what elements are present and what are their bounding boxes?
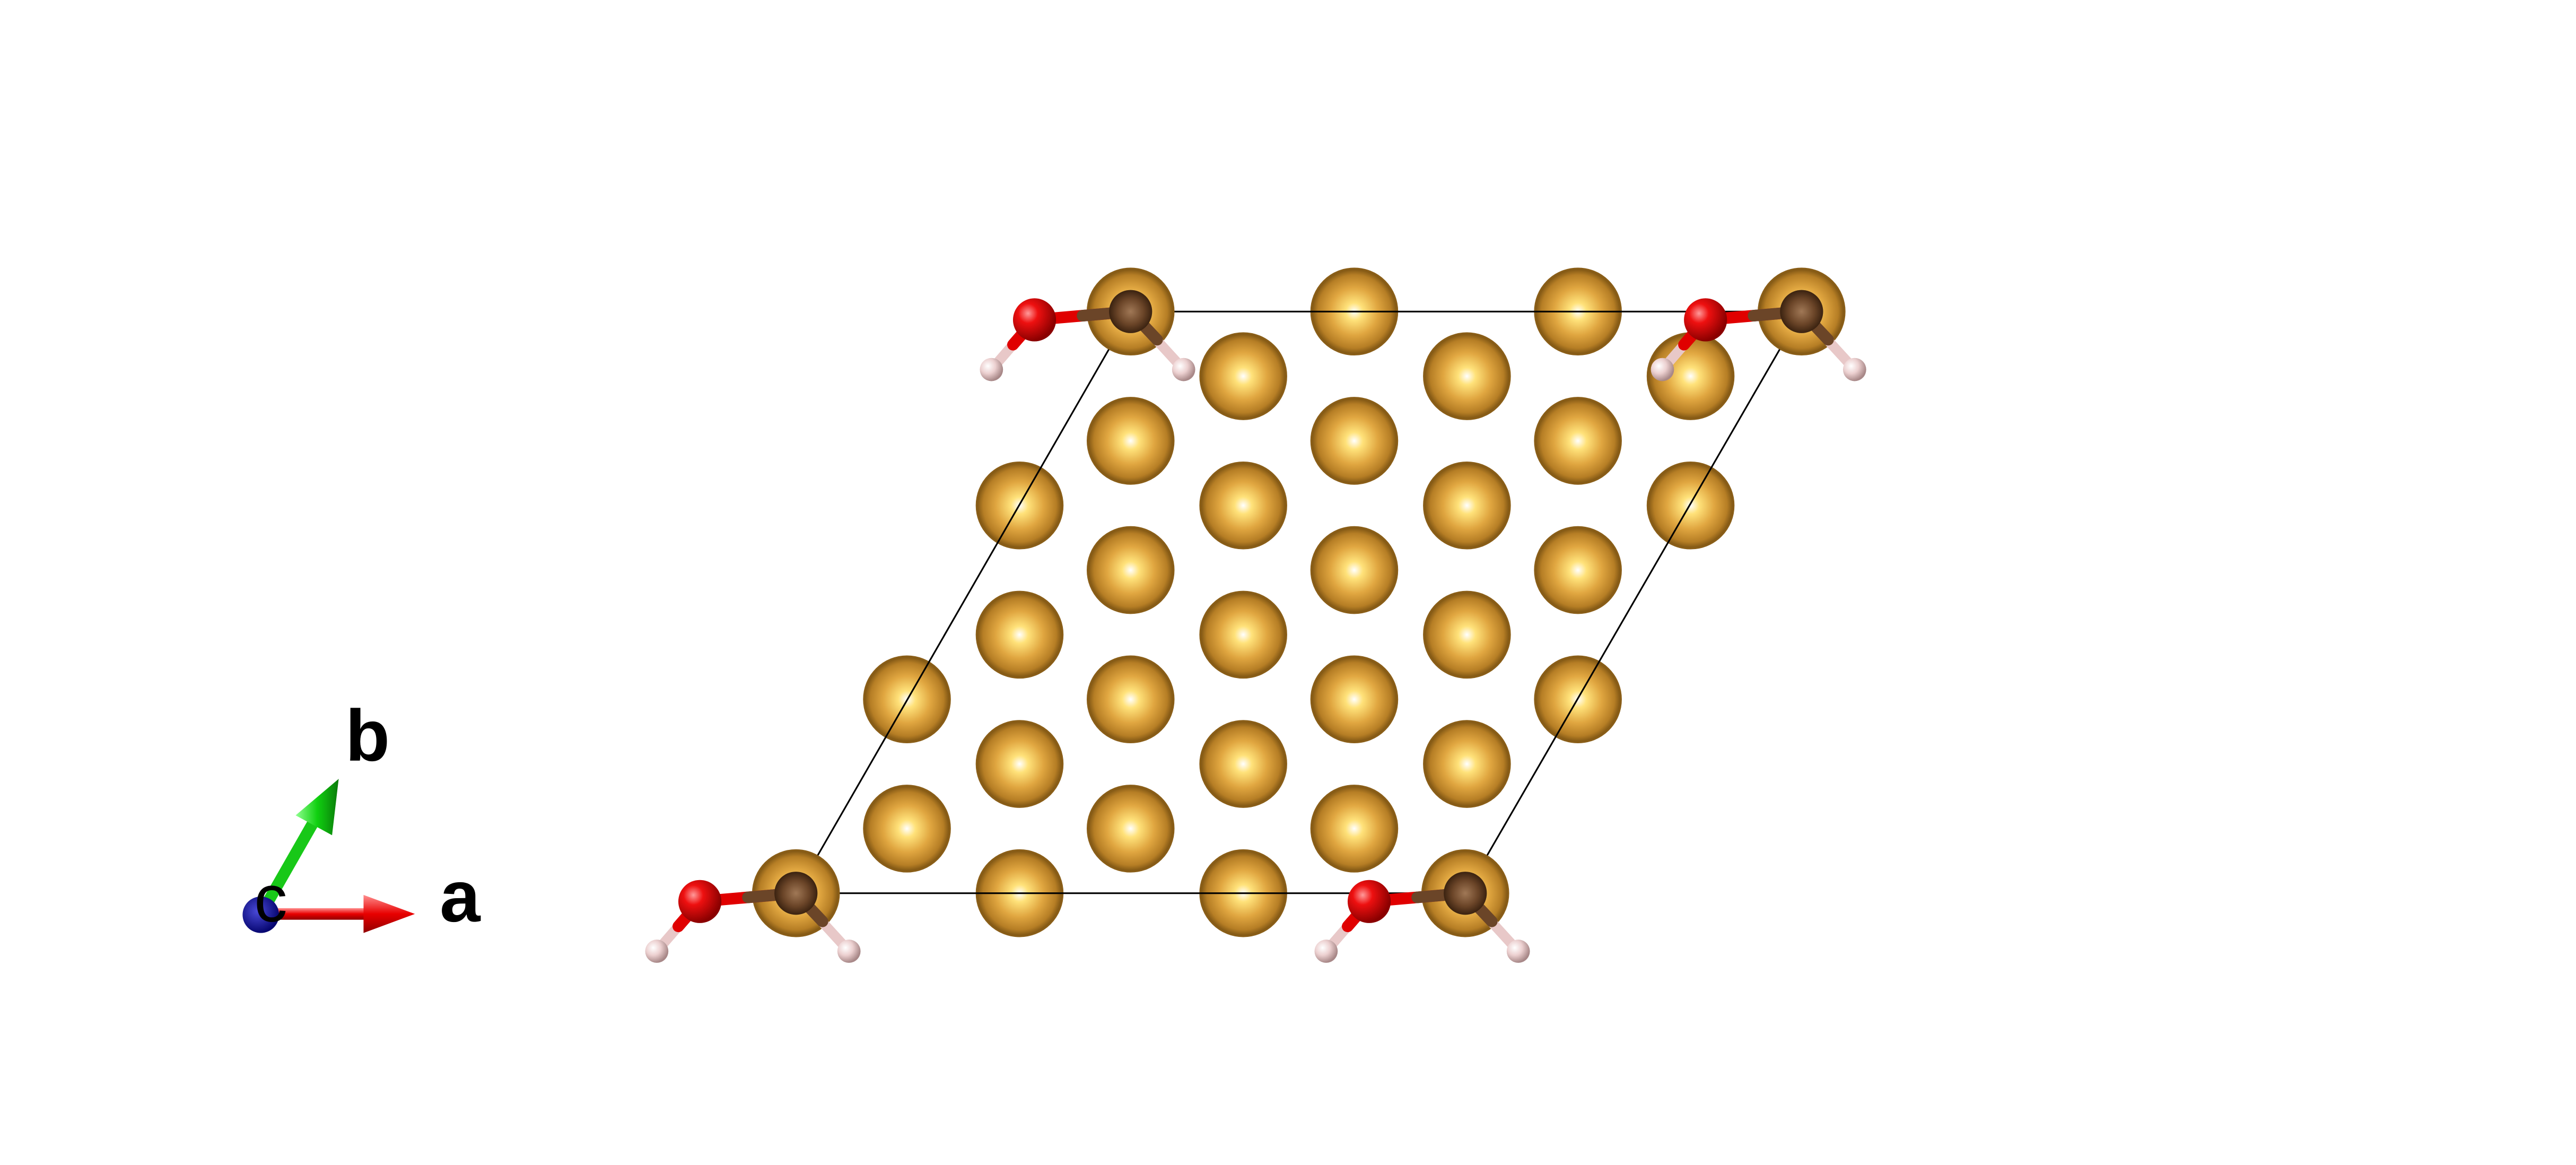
gold-atom: [863, 785, 951, 873]
oxygen-atom: [678, 880, 722, 923]
gold-atom: [1086, 526, 1175, 614]
gold-atom: [1423, 332, 1511, 420]
a-axis-arrow: [260, 894, 415, 933]
unit-cell-outline: [794, 310, 1803, 894]
oxygen-atom: [1347, 880, 1391, 923]
hydrogen-atom: [1172, 358, 1195, 381]
hydrogen-atom: [1843, 358, 1866, 381]
gold-atom: [1423, 720, 1511, 808]
hydroxymethyl-adsorbate: [1314, 849, 1530, 963]
gold-atom: [1199, 720, 1287, 808]
hydrogen-atom: [645, 940, 669, 963]
b-axis-label: b: [345, 695, 390, 777]
gold-atom: [1310, 397, 1399, 485]
carbon-atom: [1109, 290, 1152, 333]
carbon-atom: [774, 872, 818, 915]
gold-atom: [1086, 785, 1175, 873]
hydrogen-atom: [1314, 940, 1338, 963]
gold-atom: [1534, 397, 1622, 485]
gold-atom: [975, 720, 1064, 808]
oxygen-atom: [1012, 298, 1056, 342]
gold-atom: [1646, 461, 1735, 550]
gold-atom: [1199, 461, 1287, 550]
b-axis-arrow: [257, 779, 339, 915]
hydroxymethyl-adsorbate: [1651, 267, 1866, 381]
oxygen-atom: [1684, 298, 1727, 342]
gold-atom: [975, 590, 1064, 679]
axis-triad: c a b: [242, 695, 481, 937]
gold-atom: [1534, 526, 1622, 614]
c-axis-label: c: [254, 862, 287, 936]
carbon-atom: [1780, 290, 1823, 333]
adsorbate-molecule-layer: [645, 267, 1866, 963]
hydrogen-atom: [1651, 358, 1674, 381]
gold-atom: [1199, 332, 1287, 420]
gold-atom: [1310, 785, 1399, 873]
hydroxymethyl-adsorbate: [980, 267, 1195, 381]
gold-atom: [1086, 397, 1175, 485]
gold-atom: [1199, 590, 1287, 679]
hydroxymethyl-adsorbate: [645, 849, 861, 963]
c-axis-marker: [242, 896, 280, 933]
a-axis-label: a: [440, 856, 481, 937]
hydrogen-atom: [837, 940, 861, 963]
hydrogen-atom: [1506, 940, 1530, 963]
gold-atom: [1423, 590, 1511, 679]
gold-atom: [1086, 655, 1175, 744]
gold-atom: [1310, 655, 1399, 744]
hydrogen-atom: [980, 358, 1003, 381]
gold-atom: [1423, 461, 1511, 550]
gold-atom: [1310, 526, 1399, 614]
carbon-atom: [1444, 872, 1487, 915]
